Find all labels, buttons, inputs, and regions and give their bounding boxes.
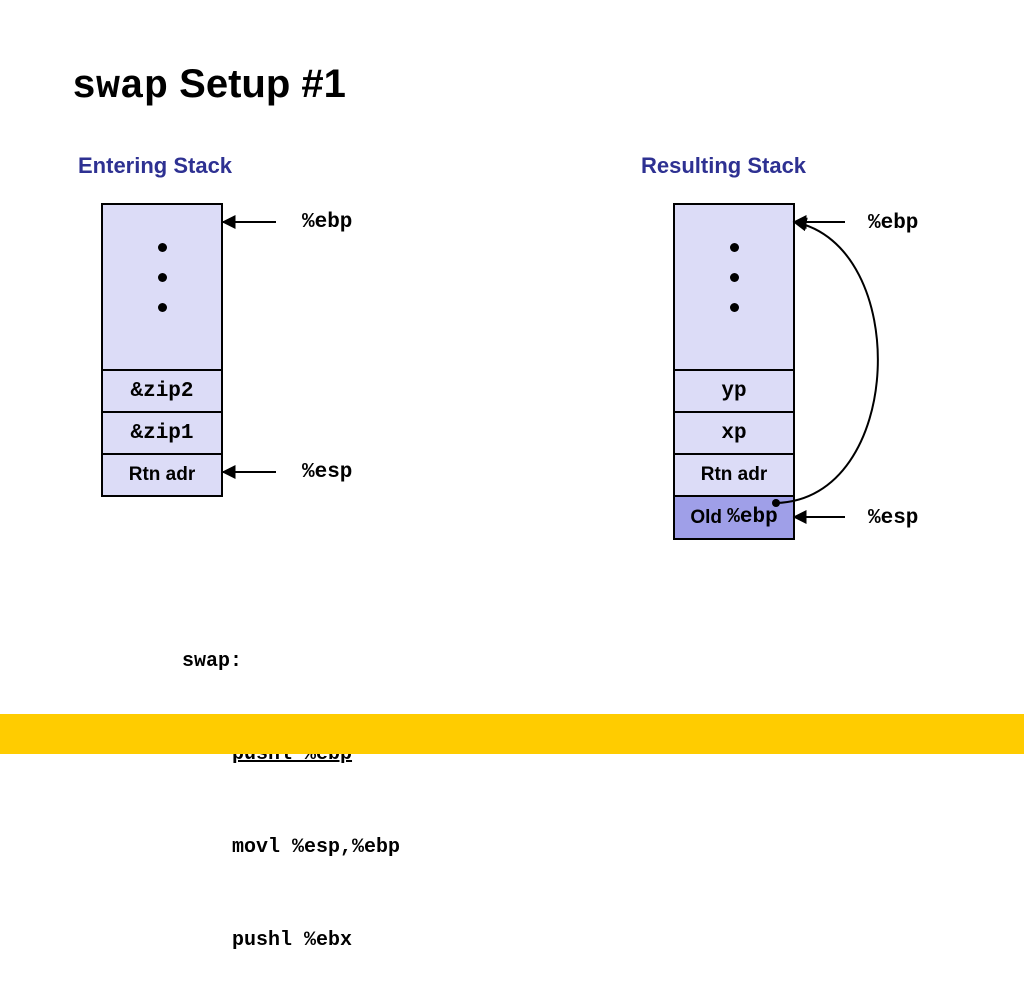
slide-title: swap Setup #1 <box>72 62 346 110</box>
saved-ebp-curve-arrow <box>775 217 879 504</box>
resulting-ebp-label: %ebp <box>868 212 919 235</box>
stack-cell-return-address: Rtn adr <box>103 453 221 495</box>
dot <box>157 303 167 312</box>
arrows-overlay <box>221 215 879 524</box>
entering-stack-heading: Entering Stack <box>78 153 233 178</box>
entering-esp-label: %esp <box>302 461 353 484</box>
stack-cell-return-address: Rtn adr <box>675 453 793 495</box>
dot <box>157 273 167 282</box>
dot <box>157 243 167 252</box>
resulting-stack-heading: Resulting Stack <box>641 153 807 178</box>
stack-cell-zip2: &zip2 <box>103 369 221 411</box>
dot <box>729 303 739 312</box>
dot <box>729 273 739 282</box>
old-ebp-register: %ebp <box>727 506 778 529</box>
title-text: Setup #1 <box>179 62 346 106</box>
resulting-esp-label: %esp <box>868 507 919 530</box>
resulting-stack: yp xp Rtn adr Old %ebp <box>673 203 795 540</box>
code-label: swap: <box>182 650 243 673</box>
stack-cell-xp: xp <box>675 411 793 453</box>
saved-ebp-pointer-dot <box>772 499 780 507</box>
ellipsis-dots <box>675 243 793 333</box>
code-line-mov: movl %esp,%ebp <box>232 836 401 859</box>
assembly-code: swap: pushl %ebp movl %esp,%ebp pushl %e… <box>182 584 400 987</box>
ellipsis-dots <box>103 243 221 333</box>
entering-ebp-label: %ebp <box>302 211 353 234</box>
title-code: swap <box>72 65 169 110</box>
stack-cell-yp: yp <box>675 369 793 411</box>
old-ebp-prefix: Old <box>690 506 722 528</box>
footer-bar <box>0 714 1024 754</box>
stack-cell-zip1: &zip1 <box>103 411 221 453</box>
code-line-push-ebx: pushl %ebx <box>232 929 353 952</box>
dot <box>729 243 739 252</box>
entering-stack: &zip2 &zip1 Rtn adr <box>101 203 223 497</box>
